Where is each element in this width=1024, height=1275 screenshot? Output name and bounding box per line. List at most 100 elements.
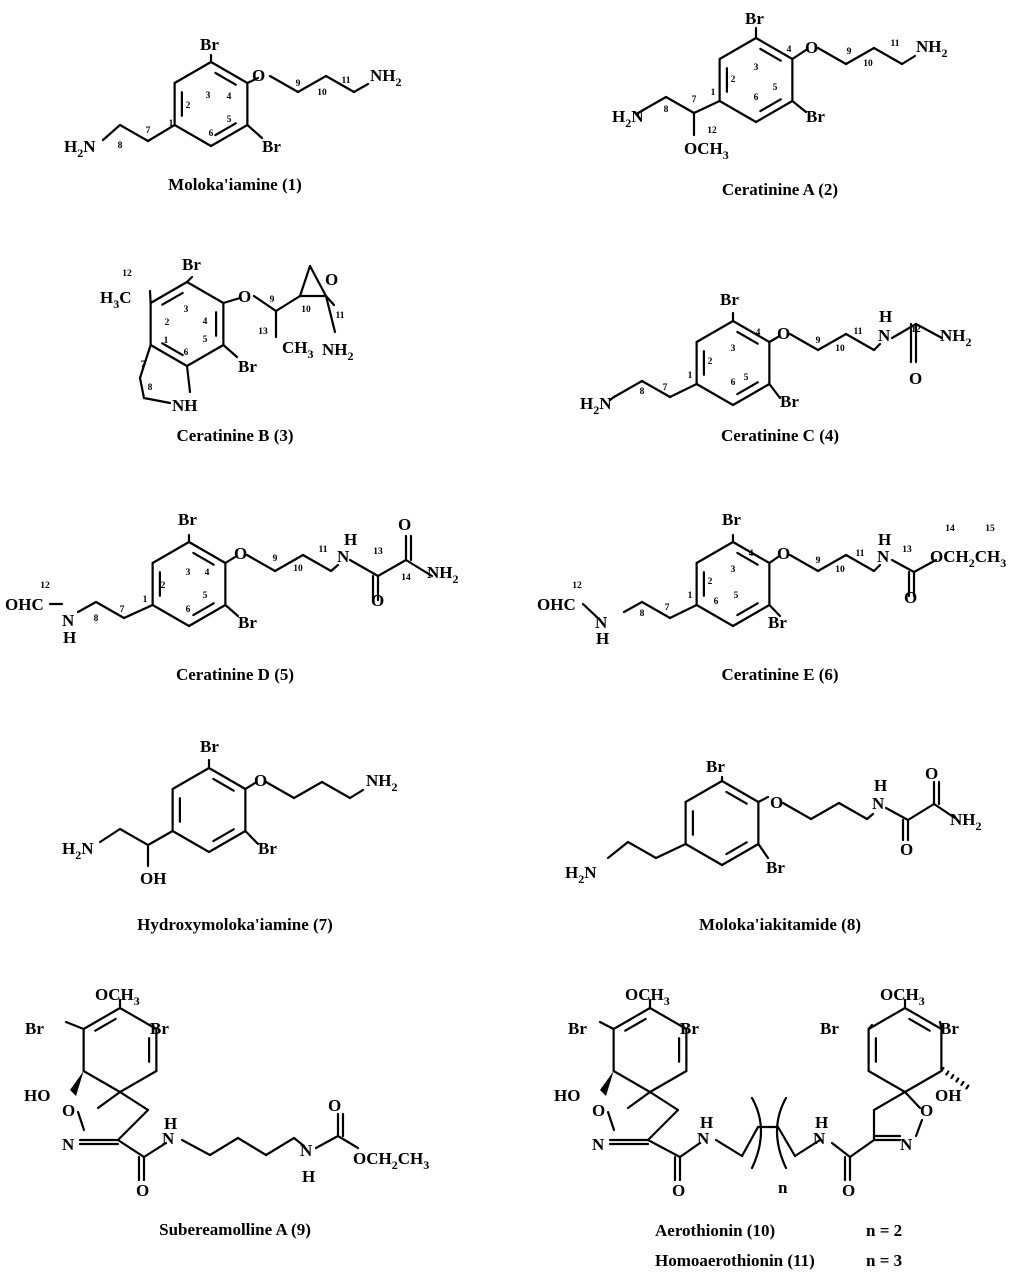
oxygen-atom: O [328,1096,341,1115]
bromine-atom: Br [182,255,201,274]
ring-inner-bond [212,828,235,843]
atom-text-part: N [584,863,597,882]
locant-8: 8 [640,609,645,619]
locant-2: 2 [731,75,736,85]
nitrogen-atom: N [877,547,890,566]
bond [274,294,302,313]
locant-11: 11 [342,76,351,86]
atom-text-part: 3 [664,994,670,1008]
chain-length-note: n = 3 [866,1251,902,1270]
locant-1: 1 [688,591,693,601]
ring-inner-bond [736,330,759,345]
atom-text-part: O [925,764,938,783]
bond [264,780,296,800]
locant-9: 9 [270,295,275,305]
locant-8: 8 [148,383,153,393]
hydrogen-atom: H [63,628,76,647]
atom-text-part: n [778,1178,788,1197]
bond [646,1138,682,1159]
bond [768,603,782,618]
bond [606,1110,616,1132]
ring-bond [209,123,249,148]
compound-caption: Homoaerothionin (11) [655,1251,815,1270]
bromine-atom: Br [680,1019,699,1038]
bond [903,1090,922,1110]
locant-9: 9 [816,556,821,566]
epoxide-oxygen: O [325,270,338,289]
atom-text-part: 2 [392,780,398,794]
oxygen-atom: O [900,840,913,859]
hydroxyl-group: OH [935,1086,961,1105]
bond [236,1136,268,1157]
nitrogen-atom: N [872,794,885,813]
hydroxyl-group: OH [140,869,166,888]
atom-text-part: CH [398,1149,424,1168]
locant-3: 3 [184,305,189,315]
hash-bond [945,1070,950,1076]
ring-inner-bond [759,98,782,113]
amine-group: NH2 [322,340,354,363]
bond [608,395,616,402]
atom-text-part: Br [262,137,281,156]
ring-bond [187,540,227,565]
locant-4: 4 [787,45,792,55]
hydrogen-atom: H [596,629,609,648]
bond [837,801,869,821]
atom-text-part: H [874,776,887,795]
atom-text-part: N [872,794,885,813]
ring-bond [903,1069,943,1094]
bond [872,563,882,573]
bond [246,76,260,85]
atom-text-part: Br [238,357,257,376]
bond [118,827,150,847]
ring-bond [684,842,724,867]
bond [329,563,340,573]
bond [654,842,687,860]
bond [844,332,876,352]
atom-text-part: O [900,840,913,859]
formyl-group: OHC [537,595,576,614]
indoline-nitrogen: NH [172,396,198,415]
bond [598,1020,615,1031]
bond [906,802,936,822]
ring-bond [187,603,227,628]
atom-text-part: NH [366,771,392,790]
bond [776,1125,797,1158]
ring-bond [731,540,771,565]
atom-text-part: OCH [880,985,919,1004]
bromine-atom: Br [258,839,277,858]
bond [116,1108,150,1142]
ring-inner-bond [736,381,759,396]
locant-12: 12 [572,581,582,591]
bond [292,780,324,800]
ring-bond [207,766,247,791]
atom-text-part: 2 [593,403,599,417]
ethoxy-group: OCH2CH3 [353,1149,429,1172]
bromine-atom: Br [722,510,741,529]
bromine-atom: Br [768,613,787,632]
bond [914,322,944,340]
atom-text-part: H [612,107,625,126]
bond [76,600,98,614]
locant-6: 6 [731,378,736,388]
ring-bond [731,382,771,407]
compound-name: Ceratinine E [721,665,814,684]
atom-text-part: OCH [625,985,664,1004]
locant-11: 11 [336,311,345,321]
bromine-atom: Br [150,1019,169,1038]
hydrogen-atom: H [815,1113,828,1132]
bond [938,1020,943,1031]
wedge-bond [70,1071,84,1096]
bond [626,1090,652,1110]
ring-inner-bond [192,602,215,617]
locant-3: 3 [186,568,191,578]
hydrogen-atom: H [879,307,892,326]
atom-text-part: 2 [969,556,975,570]
atom-text-part: NH [427,563,453,582]
ring-bond [754,36,794,61]
atom-text-part: O [371,591,384,610]
bromine-atom: Br [780,392,799,411]
bond [612,379,644,399]
atom-text-part: Br [768,613,787,632]
atom-text-part: Br [745,9,764,28]
